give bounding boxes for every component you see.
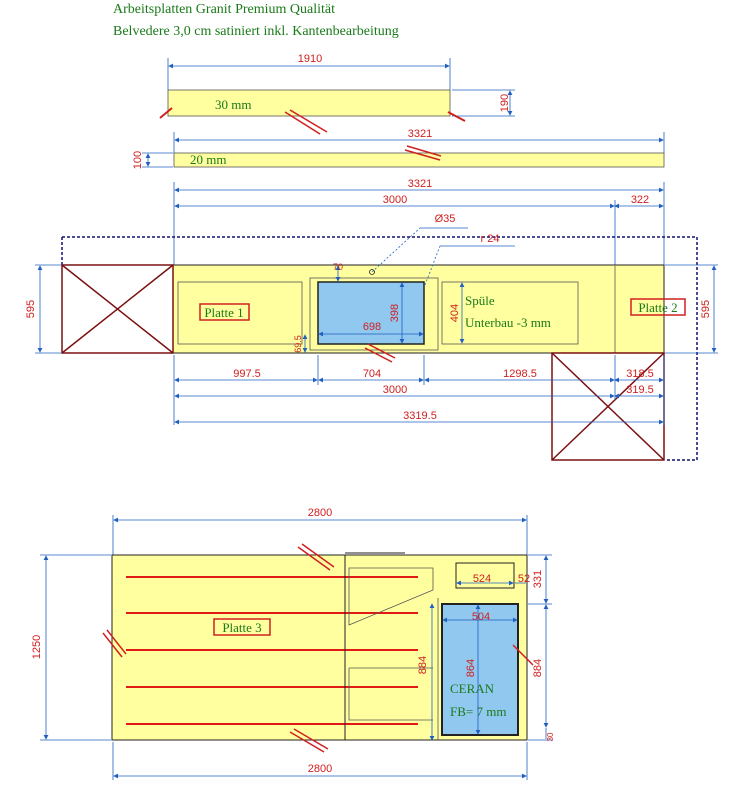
dim-3000-top: 3000 <box>383 194 407 206</box>
edge-mark <box>301 543 335 568</box>
dim-2800-bottom: 2800 <box>308 763 332 775</box>
platte1-box <box>199 303 250 321</box>
platte2-box <box>630 298 686 316</box>
label-20mm: 20 mm <box>190 152 226 167</box>
cabinet-left <box>61 264 174 354</box>
strip-30mm: 1910 30 mm 190 <box>159 53 515 135</box>
slab-20mm <box>173 152 665 168</box>
dim-r24: r 24 <box>481 233 500 245</box>
dim-52: 52 <box>518 573 530 585</box>
dim-1250: 1250 <box>31 635 43 659</box>
dim-2800-top: 2800 <box>308 507 332 519</box>
dim-404: 404 <box>449 304 461 322</box>
dim-884-right: 884 <box>532 659 544 677</box>
strip-20mm: 3321 20 mm 100 <box>132 128 665 169</box>
edge-mark <box>367 343 396 359</box>
edge-mark <box>289 109 328 133</box>
dim-698: 698 <box>363 321 381 333</box>
label-spuele: Spüle <box>465 293 495 308</box>
dim-diameter-35: Ø35 <box>435 213 456 225</box>
dim-3321: 3321 <box>408 178 432 190</box>
edge-mark <box>284 111 321 135</box>
label-unterbau: Unterbau -3 mm <box>465 315 551 330</box>
dim-3319-5: 3319.5 <box>403 410 437 422</box>
outline-dashed <box>62 236 698 461</box>
dim-1298-5: 1298.5 <box>503 368 537 380</box>
label-platte1: Platte 1 <box>204 305 243 320</box>
section-3: 2800 Platte 3 CERAN FB= 7 mm 524 52 504 … <box>31 507 555 780</box>
label-30mm: 30 mm <box>215 97 251 112</box>
edge-mark <box>447 111 466 122</box>
edge-mark <box>404 149 441 161</box>
edge-mark <box>289 731 325 753</box>
edge-mark <box>159 107 173 119</box>
dim-318-5: 318.5 <box>626 368 654 380</box>
dim-331: 331 <box>532 570 544 588</box>
dim-30: 30 <box>546 732 555 741</box>
dim-3000-bottom: 3000 <box>383 384 407 396</box>
dim-504: 504 <box>472 611 490 623</box>
edge-mark <box>293 728 329 750</box>
dim-884-left: 884 <box>417 656 429 674</box>
dim-864: 864 <box>465 659 477 677</box>
edge-mark <box>406 145 442 157</box>
label-platte3: Platte 3 <box>222 620 261 635</box>
edge-mark <box>512 644 534 666</box>
dim-524: 524 <box>473 573 491 585</box>
header-line2: Belvedere 3,0 cm satiniert inkl. Kantenb… <box>113 24 399 39</box>
edge-mark <box>297 546 331 571</box>
platte3-box <box>213 618 271 636</box>
slab-30mm <box>167 89 451 117</box>
header-line1: Arbeitsplatten Granit Premium Qualität <box>113 2 336 17</box>
dim-100: 100 <box>132 151 144 169</box>
dim-3321-strip: 3321 <box>408 128 432 140</box>
tap-hole <box>369 269 375 275</box>
edge-mark <box>106 629 127 655</box>
dim-190: 190 <box>499 94 511 112</box>
dim-1910: 1910 <box>298 53 322 65</box>
section-1: 3321 3000 322 698 398 404 70 69.5 <box>25 178 718 461</box>
dim-997-5: 997.5 <box>233 368 261 380</box>
dim-319-5: 319.5 <box>626 384 654 396</box>
dim-69-5: 69.5 <box>293 335 303 353</box>
edge-mark <box>364 347 393 363</box>
dim-595-right: 595 <box>700 300 712 318</box>
dim-595-left: 595 <box>25 300 37 318</box>
sink-cutout <box>317 281 425 345</box>
label-ceran: CERAN <box>450 681 495 696</box>
dim-322: 322 <box>631 194 649 206</box>
label-platte2: Platte 2 <box>638 300 677 315</box>
dim-704: 704 <box>363 368 381 380</box>
edge-mark <box>102 632 123 658</box>
dim-70: 70 <box>333 262 343 272</box>
dim-398: 398 <box>389 304 401 322</box>
